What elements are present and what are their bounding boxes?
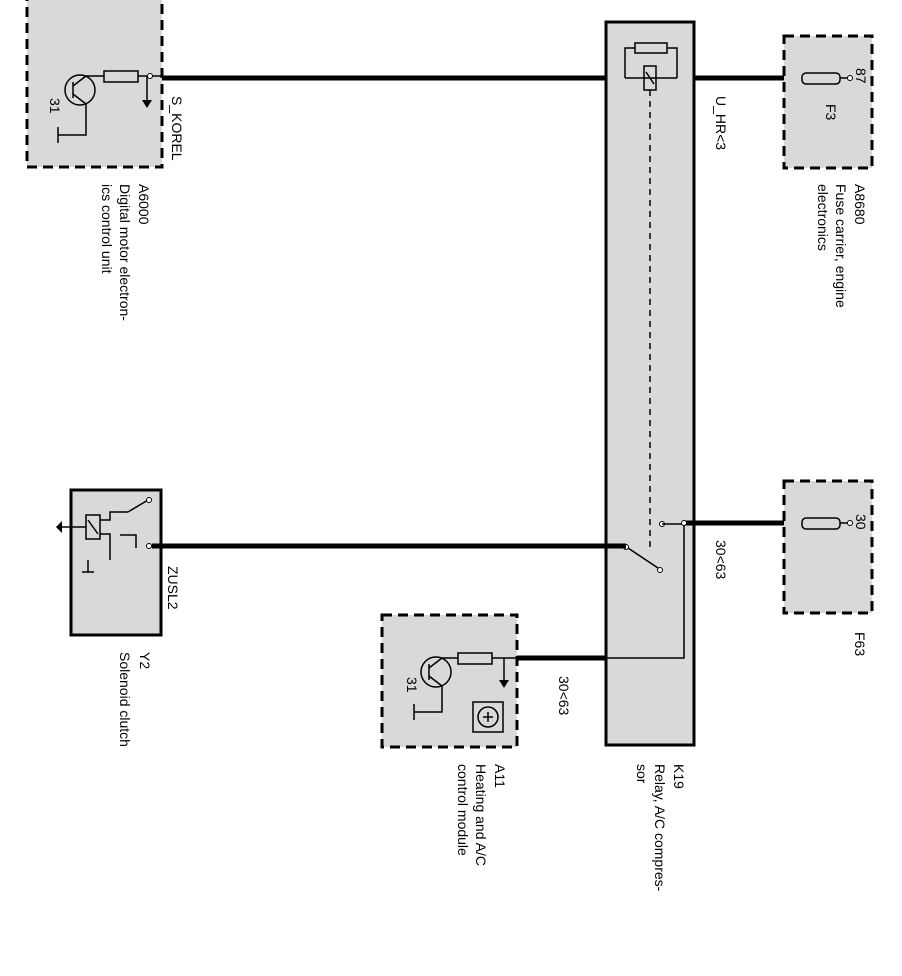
a6000-code: A6000 [136, 184, 152, 225]
k19-desc-2: sor [634, 764, 650, 784]
a6000-pin-31: 31 [47, 98, 63, 114]
y2-code: Y2 [137, 652, 153, 669]
f63-fuse-carrier: 30 [782, 479, 874, 615]
a8680-desc-1: Fuse carrier, engine [833, 184, 849, 308]
a8680-desc-2: electronics [815, 184, 831, 251]
a6000-desc-2: ics control unit [99, 184, 115, 274]
f63-pin-30: 30 [853, 514, 869, 530]
a11-pin-31: 31 [404, 677, 420, 693]
a8680-fuse-carrier: 87 F3 [782, 34, 874, 170]
y2-desc: Solenoid clutch [117, 652, 133, 747]
a11-heating-ac-module: 31 [380, 613, 519, 749]
a8680-pin-87: 87 [853, 68, 869, 84]
a11-desc-2: control module [455, 764, 471, 856]
k19-desc-1: Relay, A/C compres- [652, 764, 668, 892]
k19-code: K19 [671, 764, 687, 789]
label-s-korel: S_KOREL [169, 96, 185, 161]
label-30-63-a11: 30<63 [556, 676, 572, 716]
a8680-fuse-f3: F3 [823, 104, 839, 121]
a11-desc-1: Heating and A/C [473, 764, 489, 866]
label-zusl2: ZUSL2 [165, 566, 181, 610]
label-30-63-right: 30<63 [713, 540, 729, 580]
label-u-hr: U_HR<3 [713, 96, 729, 150]
a6000-desc-1: Digital motor electron- [117, 184, 133, 321]
a8680-code: A8680 [852, 184, 868, 225]
k19-relay [604, 20, 696, 747]
a6000-module: 31 [25, 0, 164, 169]
f63-code: F63 [852, 632, 868, 656]
y2-solenoid-clutch [56, 488, 163, 637]
a11-code: A11 [492, 764, 508, 788]
